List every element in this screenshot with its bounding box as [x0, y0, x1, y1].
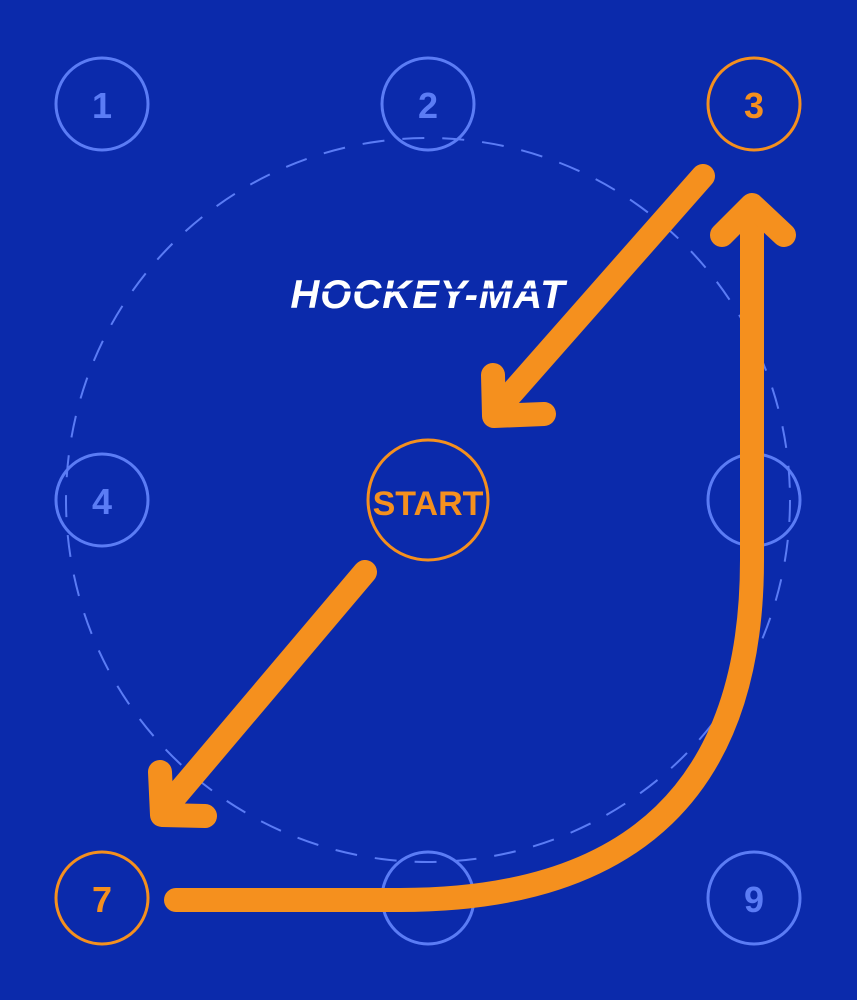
- cone-9: 9: [706, 850, 802, 946]
- cone-3-label: 3: [744, 85, 764, 126]
- cone-2: 2: [380, 56, 476, 152]
- arrowhead-3: [710, 193, 796, 247]
- cone-4: 4: [54, 452, 150, 548]
- cone-4-label: 4: [92, 481, 112, 522]
- arrow-3-to-start: [483, 164, 715, 424]
- arrowhead-7: [148, 760, 217, 828]
- cone-3: 3: [706, 56, 802, 152]
- cone-7-label: 7: [92, 879, 112, 920]
- cone-7: 7: [54, 850, 150, 946]
- cone-2-label: 2: [418, 85, 438, 126]
- hockey-mat-logo: HOCKEY-MAT: [290, 273, 568, 317]
- cone-1-label: 1: [92, 85, 112, 126]
- start-circle: START: [366, 438, 490, 562]
- dashed-guide-circle: [65, 137, 791, 863]
- cone-1: 1: [54, 56, 150, 152]
- arrow-7-to-3: [164, 198, 764, 912]
- arrow-start-to-7: [150, 560, 377, 824]
- arrowhead-start: [481, 363, 556, 428]
- start-label: START: [373, 485, 484, 523]
- logo-text: HOCKEY-MAT: [290, 273, 568, 317]
- cone-9-label: 9: [744, 879, 764, 920]
